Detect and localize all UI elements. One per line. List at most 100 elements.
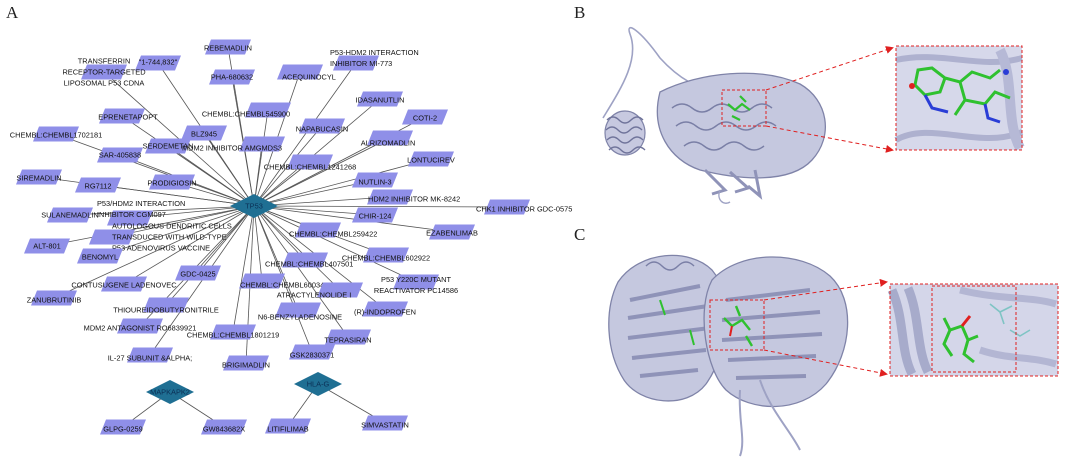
drug-node-shape [99,108,145,124]
drug-node: CONTUSUGENE LADENOVEC [71,276,177,292]
drug-node-shape [484,199,530,215]
drug-node-label: ACEQUINOCYL [282,73,336,82]
drug-node-label: EPRENETAPOPT [98,113,158,122]
drug-node-label-line: P53 ADENOVIRUS VACCINE [112,244,210,253]
network-edge [253,137,391,207]
drug-node-shape [402,109,448,125]
drug-node: TEPRASIRAN [324,329,372,345]
drug-node-shape [149,174,195,190]
drug-node: LONTUCIREV [407,151,455,167]
drug-node-shape [107,210,153,226]
drug-node-label: MDM2 INHIBITOR AMGMDS3 [182,144,282,153]
network-edge [53,205,255,299]
drug-node: COTI-2 [402,109,448,125]
network-edge [46,205,255,247]
drug-node-label: SIMVASTATIN [361,421,409,430]
network-edge [203,132,255,207]
drug-node-label-line: SAR-405838 [99,151,141,160]
drug-node: ALT-801 [24,238,70,254]
drug-node-shape [101,276,147,292]
drug-node-label-line: TEPRASIRAN [324,336,371,345]
drug-node: IDASANUTLIN [356,91,405,107]
drug-node-label-line: INHIBITOR CGM097 [97,210,166,219]
drug-node-shape [89,229,135,245]
network-edge [253,205,341,291]
panel-label-b: B [574,3,585,22]
drug-node-label: SULANEMADLIN [41,211,99,220]
drug-node-shape [210,324,256,340]
drug-node-label: GLPG-0259 [103,425,142,434]
hub-node-shape [146,380,194,404]
drug-node: IL-27 SUBUNIT &ALPHA; [108,347,192,363]
network-edge [253,158,432,207]
drug-node-label: EZABENLIMAB [426,229,478,238]
drug-node-label-line: BLZ945 [191,130,217,139]
drug-node-label: GDC-0425 [180,270,215,279]
drug-node-label-line: TRANSDUCED WITH WILD-TYPE [112,233,227,242]
hub-node-shape [294,372,342,396]
drug-node: ATRACTYLENOLIDE I [277,282,363,300]
drug-node: REBEMADLIN [204,39,252,55]
drug-node-shape [75,177,121,193]
drug-node-label: ZANUBRUTINIB [27,296,82,305]
drug-node-label-line: MDM2 ANTAGONIST RO6839921 [84,324,197,333]
drug-node-label-line: ALRIZOMADLIN [361,139,416,148]
drug-node-label: ALT-801 [33,242,60,251]
drug-node-label-line: COTI-2 [413,114,437,123]
drug-node-shape [143,297,189,313]
drug-node-label: PHA-680632 [211,73,253,82]
drug-node: NAPABUCASIN [296,118,348,134]
hub-node-shape [230,194,278,218]
drug-node-shape [317,282,363,298]
network-edge [253,205,417,283]
drug-node: BENOMYL [77,248,123,264]
drug-node-shape [429,224,475,240]
drug-node-label-line: ZANUBRUTINIB [27,296,82,305]
network-nodes: "1-744,832" REBEMADLIN PHA-680632 ACEQUINOC… [10,39,572,435]
drug-node-label: IDASANUTLIN [356,96,405,105]
drug-node-label: "1-744,832" [139,58,178,67]
drug-node: CHEMBL:CHEMBL1702181 [10,126,102,142]
drug-node-label: BENOMYL [82,253,118,262]
drug-node-label-line: TRANSFERRIN [78,57,131,66]
drug-node-label-line: SERDEMETAN [143,142,194,151]
drug-node-shape [205,39,251,55]
drug-node-label: CONTUSUGENE LADENOVEC [71,281,177,290]
drug-node-shape [362,301,408,317]
drug-node-label: CHK1 INHIBITOR GDC-0575 [476,205,572,214]
drug-node-label-line: EPRENETAPOPT [98,113,158,122]
network-edge [111,205,255,238]
network-edge [253,205,306,261]
drug-node-shape [181,125,227,141]
drug-node-shape [24,238,70,254]
hub-node-tp53: TP53 [230,194,278,218]
drug-node-label-line: CHEMBL:CHEMBL407501 [265,260,353,269]
drug-node-label-line: NAPABUCASIN [296,125,348,134]
drug-node-label-line: AUTOLOGOUS DENDRITIC CELLS [112,222,232,231]
drug-node-shape [77,248,123,264]
network-edge [253,205,349,338]
drug-node-shape [239,136,285,152]
drug-node-shape [33,126,79,142]
drug-node-label-line: BRIGIMADLIN [222,361,270,370]
drug-node-shape [175,265,221,281]
drug-node-shape [127,347,173,363]
drug-node-shape [357,91,403,107]
hub-node-label: HLA-G [307,380,330,389]
network-edges [38,46,508,428]
drug-node-shape [333,55,379,71]
drug-node: CHEMBL:CHEMBL545900 [202,102,291,119]
panel-b-structure [602,26,1025,204]
drug-node-shape [209,69,255,85]
drug-node-label-line: "1-744,832" [139,58,178,67]
drug-node-label-line: CHEMBL:CHEMBL600347 [240,281,328,290]
network-edge [253,98,381,207]
drug-node-label-line: INHIBITOR MI-773 [330,59,392,68]
drug-node-shape [239,273,285,289]
drug-node-label: NUTLIN-3 [358,178,391,187]
drug-node: SAR-405838 [97,147,143,163]
drug-node-label-line: REBEMADLIN [204,44,252,53]
drug-node-shape [135,55,181,71]
